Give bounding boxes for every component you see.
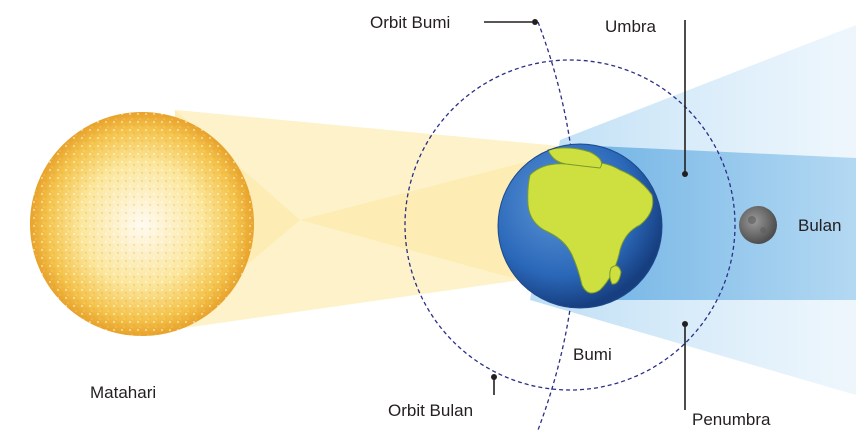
sun-label: Matahari [90, 383, 156, 402]
earth [497, 143, 663, 309]
moon-orbit-line [404, 59, 736, 391]
earth-label: Bumi [573, 345, 612, 364]
moon [739, 206, 777, 244]
sunlight-rays [170, 110, 580, 330]
moon-orbit-label: Orbit Bulan [388, 401, 473, 420]
leader-dots [491, 19, 688, 380]
moon-label: Bulan [798, 216, 841, 235]
umbra-label: Umbra [605, 17, 657, 36]
leader-lines [484, 20, 686, 410]
penumbra-label: Penumbra [692, 410, 771, 429]
earth-orbit-label: Orbit Bumi [370, 13, 450, 32]
earth-orbit-line [537, 21, 578, 430]
sun [30, 112, 254, 336]
